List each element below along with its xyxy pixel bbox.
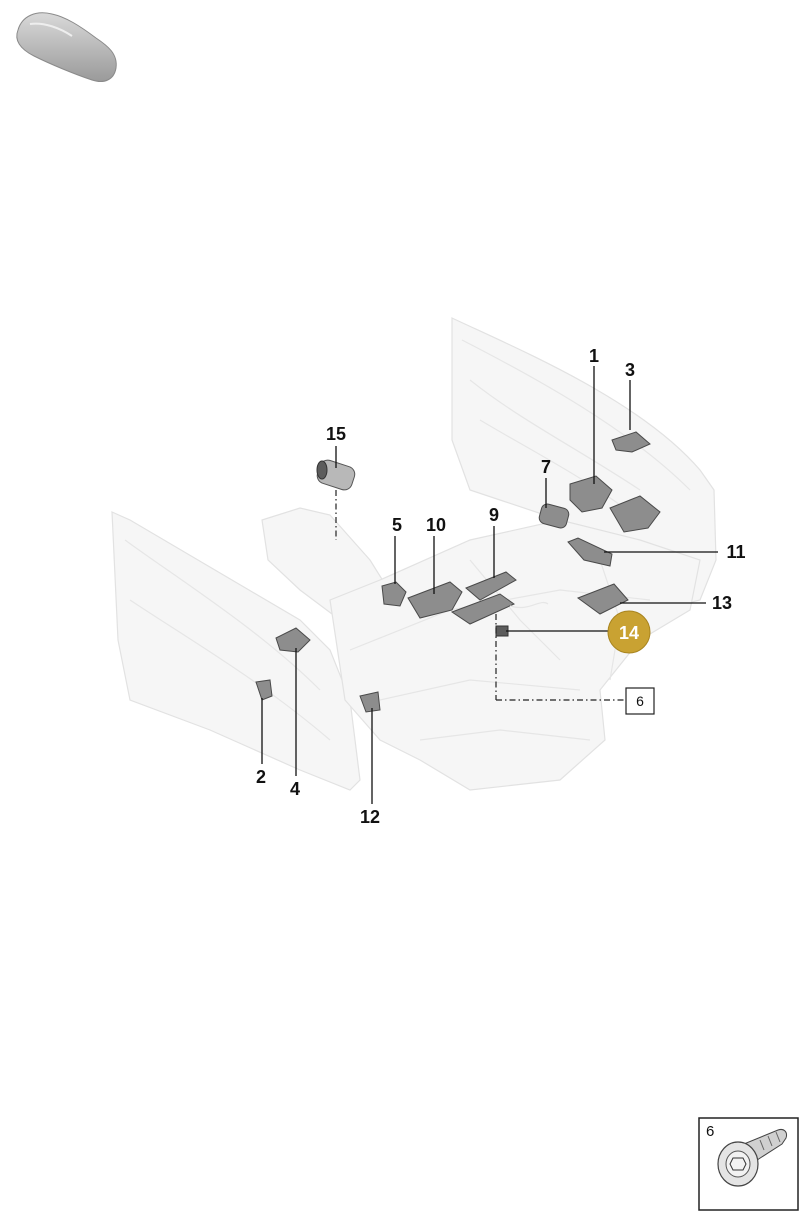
reference-box-6[interactable]: 6 [625, 687, 655, 715]
reference-box-label: 6 [636, 693, 644, 709]
part-15-plug[interactable] [315, 458, 357, 492]
part-4-switch[interactable] [275, 627, 311, 653]
part-10-panel[interactable] [407, 581, 463, 619]
callout-2[interactable]: 2 [256, 767, 266, 787]
callouts: 1 3 15 7 9 5 10 11 13 2 4 12 [256, 346, 746, 827]
part-9-bracket[interactable] [450, 571, 549, 625]
part-2-clip[interactable] [255, 679, 273, 701]
part-1-switch[interactable] [569, 475, 613, 513]
callout-14-badge[interactable]: 14 [607, 610, 651, 654]
inset-label: 6 [706, 1123, 714, 1140]
callout-10[interactable]: 10 [426, 515, 446, 535]
part-3b-switch-block[interactable] [609, 495, 661, 533]
callout-11[interactable]: 11 [726, 542, 745, 562]
callout-5[interactable]: 5 [392, 515, 402, 535]
callout-7[interactable]: 7 [541, 457, 551, 477]
part-7-sensor[interactable] [538, 503, 570, 530]
callout-14[interactable]: 14 [619, 623, 639, 643]
car-silhouette-icon [16, 12, 117, 82]
part-3-module[interactable] [611, 431, 651, 453]
screw-icon [717, 1129, 787, 1187]
callout-3[interactable]: 3 [625, 360, 635, 380]
callout-15[interactable]: 15 [326, 424, 346, 444]
leader-lines [261, 366, 718, 804]
part-5-switch[interactable] [381, 581, 407, 607]
interior-assembly-outline [111, 317, 717, 791]
callout-12[interactable]: 12 [360, 807, 380, 827]
callout-1[interactable]: 1 [589, 346, 599, 366]
part-11-vent[interactable] [567, 537, 613, 567]
part-13-panel[interactable] [576, 583, 629, 615]
callout-13[interactable]: 13 [712, 593, 732, 613]
callout-4[interactable]: 4 [290, 779, 300, 799]
part-12-bracket[interactable] [359, 691, 381, 713]
inset-box-6[interactable]: 6 [698, 1117, 799, 1211]
callout-9[interactable]: 9 [489, 505, 499, 525]
